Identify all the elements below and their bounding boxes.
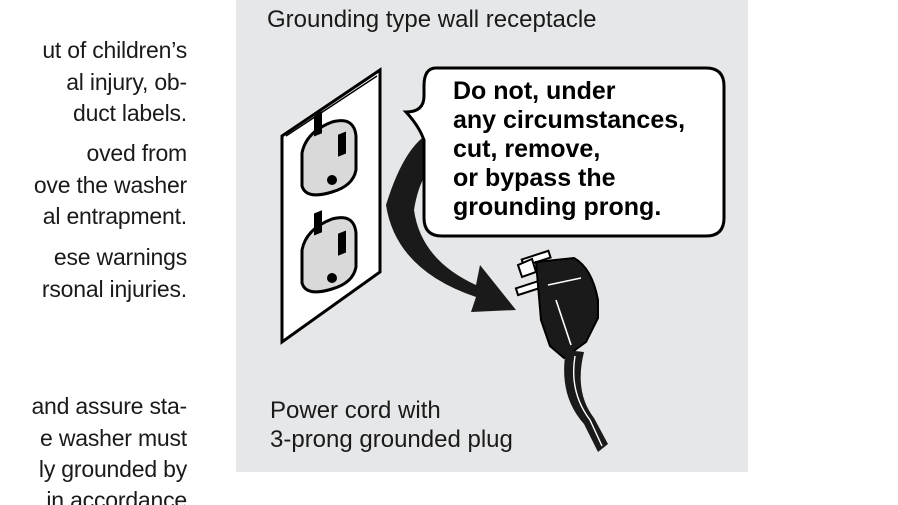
receptacle-caption: Grounding type wall receptacle [267,6,597,33]
body-text-line: in accordance [46,487,187,505]
warning-line: grounding prong. [453,193,662,221]
body-text-line: ese warnings [53,244,187,270]
warning-line: Do not, under [453,77,616,105]
plug-caption-line: Power cord with [270,397,441,424]
body-text-line: e washer must [40,425,187,451]
body-text-line: al entrapment. [42,203,187,229]
wall-outlet-icon [280,67,382,345]
body-text-column: ut of children’s al injury, ob- duct lab… [0,0,232,505]
warning-callout [402,66,726,238]
body-text-line: ut of children’s [42,37,187,63]
body-text-line: and assure sta- [31,393,187,419]
warning-line: or bypass the [453,164,616,192]
body-text-line: duct labels. [73,100,187,126]
curved-arrow-icon [386,130,516,312]
grounding-illustration [280,66,726,452]
grounding-figure: Grounding type wall receptacle [236,0,748,472]
warning-line: any circumstances, [453,106,686,134]
body-text-line: ove the washer [33,172,187,198]
body-text-line: rsonal injuries. [41,276,187,302]
warning-line: cut, remove, [453,135,601,163]
plug-caption-line: 3-prong grounded plug [270,426,513,453]
grounded-plug-icon [514,249,608,452]
body-text-line: oved from [86,140,188,166]
warning-text: Do not, under any circumstances, cut, re… [453,77,685,222]
body-text-line: ly grounded by [38,456,187,482]
body-text-line: al injury, ob- [66,69,187,95]
